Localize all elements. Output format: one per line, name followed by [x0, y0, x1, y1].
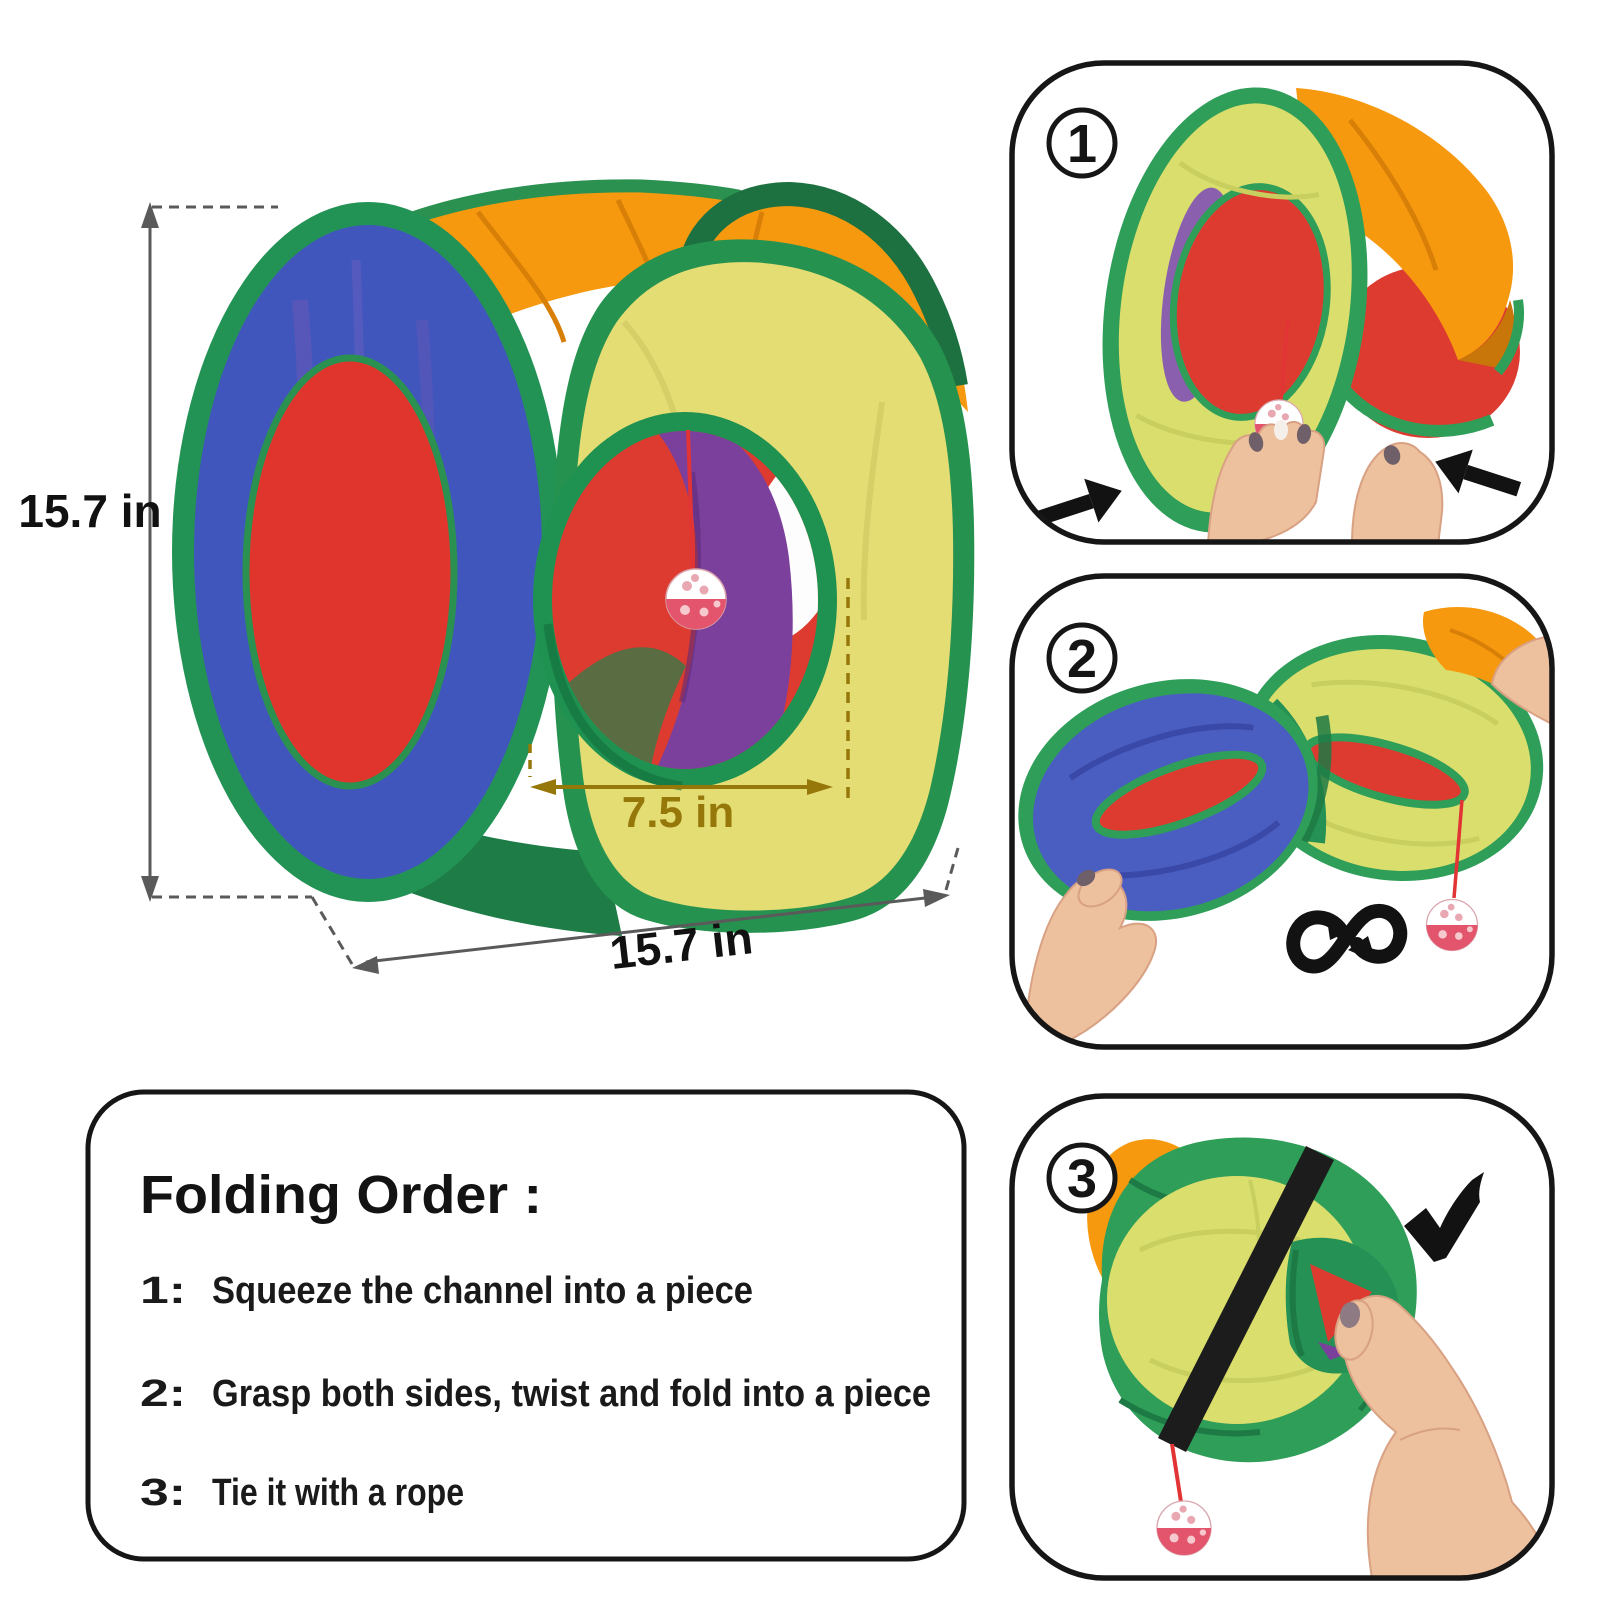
folding-order-box: Folding Order : 1: Squeeze the channel i… [85, 1089, 967, 1562]
step3-frame [1009, 1093, 1555, 1581]
cube-tent-illustration [172, 179, 975, 936]
bell-ball [665, 568, 727, 630]
twist-arrow-icon [1286, 903, 1408, 974]
step3-number-badge [1046, 1142, 1118, 1214]
folding-order-title: Folding Order : [140, 1165, 542, 1225]
folding-step-3-label: 3: [140, 1472, 186, 1514]
folding-step-2-label: 2: [140, 1373, 186, 1415]
folding-step-1-label: 1: [140, 1270, 186, 1312]
folding-step-3-text: Tie it with a rope [212, 1472, 464, 1514]
step1-hands [1206, 420, 1444, 540]
step2-blue-lobe [1018, 679, 1318, 921]
step-panel-2: 2 [1009, 573, 1555, 1050]
step3-number: 3 [1067, 1149, 1097, 1209]
checkmark-icon [1404, 1172, 1484, 1262]
folding-step-2-text: Grasp both sides, twist and fold into a … [212, 1373, 931, 1415]
folding-step-1-text: Squeeze the channel into a piece [212, 1270, 753, 1312]
step1-orange-drape [1296, 88, 1524, 376]
squeeze-arrow-right-icon [1435, 449, 1522, 497]
cube-left-panel [172, 202, 564, 902]
step3-tie-strap [1158, 1146, 1334, 1452]
squeeze-arrow-left-icon [1035, 478, 1122, 526]
step2-hands [1022, 634, 1550, 1045]
step-panel-1: 1 [1009, 60, 1555, 545]
bell-ball [1425, 898, 1479, 952]
width-dimension-label: 15.7 in [607, 911, 755, 979]
height-dimension-label: 15.7 in [18, 485, 161, 537]
hole-dimension: 7.5 in [528, 578, 850, 837]
step2-frame [1009, 573, 1555, 1050]
hanging-bell-toy [665, 429, 727, 630]
cube-front-panel [533, 239, 975, 933]
step3-hand [1334, 1294, 1550, 1576]
step2-number: 2 [1067, 629, 1097, 689]
bell-ball [1156, 1500, 1212, 1556]
step-panel-3: 3 [1009, 1093, 1555, 1581]
step1-number: 1 [1067, 114, 1097, 174]
step2-number-badge [1046, 622, 1118, 694]
height-dimension: 15.7 in [18, 202, 354, 965]
cube-back-ring [678, 181, 968, 388]
folding-order-border [85, 1089, 967, 1562]
hole-dimension-label: 7.5 in [622, 788, 735, 837]
step1-frame [1009, 60, 1555, 545]
step1-number-badge [1046, 107, 1118, 179]
